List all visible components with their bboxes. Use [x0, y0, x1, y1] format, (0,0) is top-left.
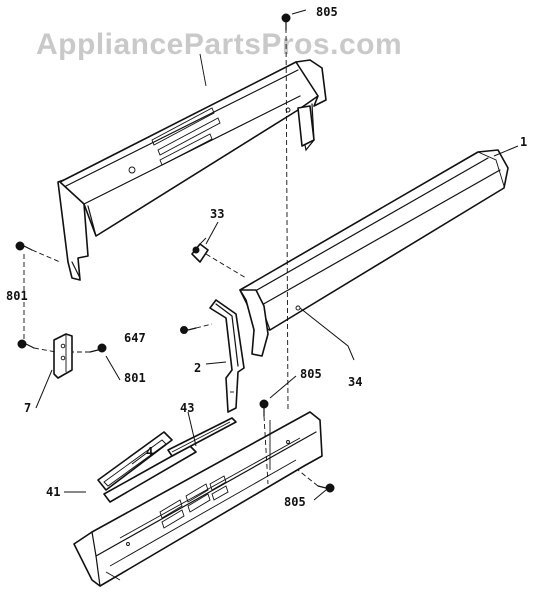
label-part-33: 33: [210, 207, 224, 221]
label-part-805-bottom: 805: [284, 495, 306, 509]
label-part-805-top: 805: [316, 5, 338, 19]
label-part-7: 7: [24, 401, 31, 415]
label-part-647: 647: [124, 331, 146, 345]
screw-33: [192, 246, 200, 254]
leader-lines: [35, 9, 519, 501]
lens-part-4: [97, 431, 197, 503]
label-part-4: 4: [146, 445, 153, 459]
screw-801-left: [17, 339, 35, 349]
side-bracket: [209, 299, 245, 413]
alignment-lines: [23, 27, 319, 487]
hinge-plate: [53, 333, 73, 379]
main-top-trim-panel: [239, 149, 509, 357]
screw-805-mid: [259, 399, 269, 417]
screw-647: [180, 326, 197, 334]
watermark-text: AppliancePartsPros.com: [36, 28, 402, 61]
label-part-801-top: 801: [6, 289, 28, 303]
screw-805-bottom: [317, 483, 335, 493]
strip-part-43: [167, 417, 237, 457]
screw-801-top: [15, 241, 33, 251]
label-part-801-bottom: 801: [124, 371, 146, 385]
label-part-34: 34: [348, 375, 362, 389]
label-part-43: 43: [180, 401, 194, 415]
backguard-panel: [59, 53, 327, 237]
label-part-805-mid: 805: [300, 367, 322, 381]
label-part-1: 1: [520, 135, 527, 149]
label-part-2: 2: [194, 361, 201, 375]
label-part-41: 41: [46, 485, 60, 499]
control-panel: [73, 411, 323, 587]
screw-801-right: [89, 343, 107, 353]
